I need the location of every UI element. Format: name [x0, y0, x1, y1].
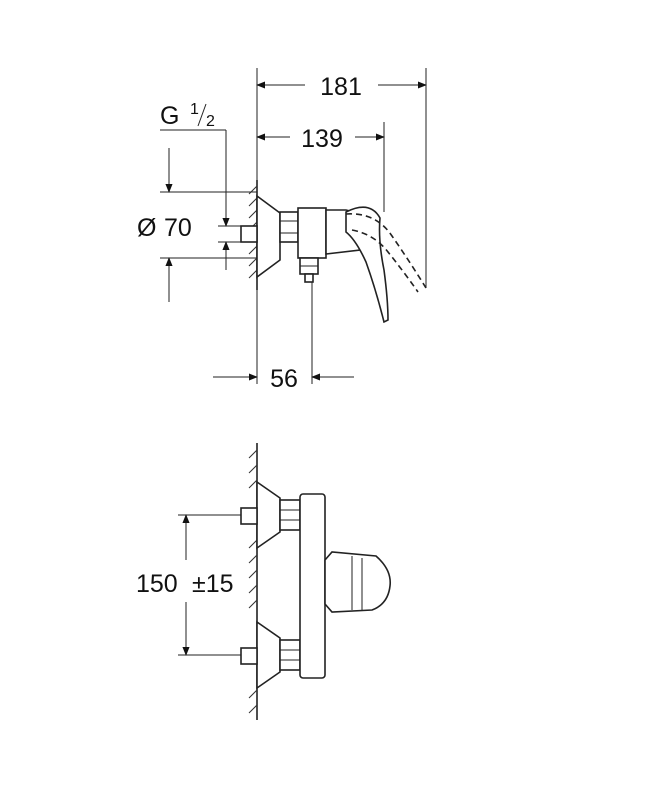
dim-spacing: 150 [136, 570, 178, 598]
dim-diameter: 70 [164, 214, 192, 242]
front-view: 150 ±15 [136, 443, 392, 720]
mixer-body-front [299, 493, 326, 679]
nut-lower [279, 639, 301, 671]
handle-front [324, 551, 392, 613]
dim-overall-length: 181 [320, 73, 362, 101]
thread-fraction-num: 1 [190, 101, 199, 118]
dim-diameter-symbol: Ø [137, 214, 156, 242]
wall-front-view [248, 443, 258, 720]
rosette-upper [256, 480, 281, 550]
dim-handle-length: 139 [301, 125, 343, 153]
nut-upper [279, 499, 301, 531]
dim-tolerance: ±15 [192, 570, 234, 598]
nut-side [279, 211, 299, 243]
thread-fraction-den: 2 [206, 113, 215, 130]
dim-depth: 56 [270, 365, 298, 393]
lever-swing-dashed [345, 213, 427, 289]
rosette-lower [256, 620, 281, 690]
thread-prefix: G [160, 102, 179, 130]
inlet-stub-side [240, 225, 258, 243]
mixer-body-side [297, 207, 327, 259]
lever-side [345, 206, 389, 324]
side-view: 181 139 56 Ø 70 G 1 2 [137, 68, 427, 393]
rosette-side [256, 194, 281, 279]
